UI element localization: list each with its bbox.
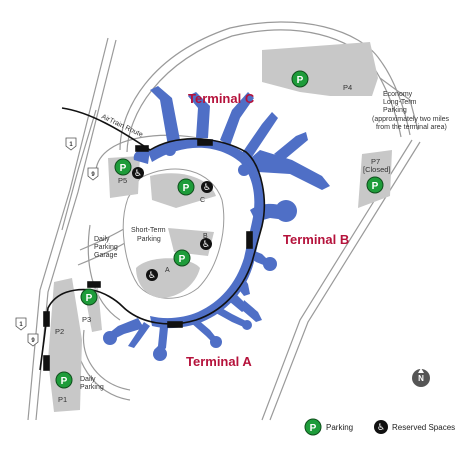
lot-label-p5: P5 <box>118 176 127 185</box>
airtrain-route <box>39 107 266 371</box>
terminal-c-piers <box>133 86 330 190</box>
parking-letter: P <box>183 183 190 194</box>
parking-icon[interactable]: P <box>55 371 73 389</box>
daily-parking-label-1: Daily <box>80 376 96 383</box>
parking-letter: P <box>120 163 127 174</box>
terminal-arc[interactable] <box>148 138 265 329</box>
short-term-stop-a: A <box>165 267 170 274</box>
parking-letter: P <box>61 376 68 387</box>
road-shields: 1 9 1 9 <box>15 137 99 347</box>
legend-parking: P Parking <box>304 418 353 436</box>
parking-icon[interactable]: P <box>173 249 191 267</box>
road-shield-9-south: 9 <box>27 333 39 347</box>
daily-parking-label-2: Parking <box>80 384 104 391</box>
economy-note-1: (approximately two miles <box>372 116 450 123</box>
airtrain-station-p1-p2[interactable] <box>43 355 50 371</box>
parking-icon[interactable]: P <box>114 158 132 176</box>
economy-label-2: Long-Term <box>383 99 417 106</box>
road-shield-1-south: 1 <box>15 317 27 331</box>
map-labels: Terminal C Terminal B Terminal A AirTrai… <box>55 83 450 404</box>
lot-label-p7: P7 <box>371 157 380 166</box>
daily-garage-label-3: Garage <box>94 252 117 259</box>
parking-icon[interactable]: P <box>80 288 98 306</box>
economy-label-1: Economy <box>383 91 413 98</box>
reserved-spaces-icon[interactable]: ♿ <box>201 181 213 193</box>
airtrain-station-p3[interactable] <box>87 281 101 288</box>
parking-letter: P <box>297 75 304 86</box>
lot-label-p1: P1 <box>58 395 67 404</box>
airtrain-station-terminal-b[interactable] <box>246 231 253 249</box>
legend-reserved: ♿ Reserved Spaces <box>374 420 455 434</box>
compass-north: N <box>418 374 424 383</box>
economy-lot[interactable] <box>262 42 378 96</box>
reserved-symbol: ♿ <box>134 169 142 179</box>
road-number: 9 <box>31 338 35 344</box>
lot-status-p7: [Closed] <box>363 165 391 174</box>
reserved-symbol: ♿ <box>377 423 385 433</box>
parking-icon <box>304 418 322 436</box>
short-term-label-1: Short-Term <box>131 227 166 234</box>
legend: P Parking ♿ Reserved Spaces <box>304 418 455 436</box>
terminal-c-label[interactable]: Terminal C <box>188 91 255 106</box>
economy-note-2: from the terminal area) <box>376 124 447 131</box>
parking-icon[interactable]: P <box>177 178 195 196</box>
reserved-spaces-icon <box>374 420 388 434</box>
parking-letter: P <box>86 293 93 304</box>
map-icons: P P P ♿ P ♿ ♿ P <box>55 70 384 389</box>
terminal-buildings <box>103 86 330 361</box>
daily-garage-label-2: Parking <box>94 244 118 251</box>
terminal-a-label[interactable]: Terminal A <box>186 354 252 369</box>
airtrain-station-terminal-c[interactable] <box>197 139 213 146</box>
short-term-stop-c: C <box>200 197 205 204</box>
airtrain-station-short-term[interactable] <box>43 311 50 327</box>
road-number: 1 <box>19 322 23 328</box>
parking-icon[interactable]: P <box>366 176 384 194</box>
lot-label-p3: P3 <box>82 315 91 324</box>
lot-label-p6: P4 <box>343 83 352 92</box>
economy-label-3: Parking <box>383 107 407 114</box>
short-term-label-2: Parking <box>137 236 161 243</box>
road-number: 1 <box>69 142 73 148</box>
reserved-spaces-icon[interactable]: ♿ <box>132 167 144 179</box>
legend-parking-label: Parking <box>326 423 353 432</box>
reserved-symbol: ♿ <box>203 183 211 193</box>
parking-lots <box>48 42 392 412</box>
lot-label-p2: P2 <box>55 327 64 336</box>
parking-icon[interactable]: P <box>291 70 309 88</box>
parking-letter: P <box>179 254 186 265</box>
lot-p1-p2[interactable] <box>48 278 82 412</box>
terminal-b-pier <box>230 200 297 322</box>
road-number: 9 <box>91 172 95 178</box>
airtrain-station-daily-garage[interactable] <box>135 145 149 152</box>
airtrain-route-label: AirTrain Route <box>100 113 144 138</box>
reserved-spaces-icon[interactable]: ♿ <box>200 238 212 250</box>
reserved-spaces-icon[interactable]: ♿ <box>146 269 158 281</box>
legend-reserved-label: Reserved Spaces <box>392 423 455 432</box>
short-term-stop-b: B <box>203 233 208 240</box>
airtrain-station-terminal-a[interactable] <box>167 321 183 328</box>
reserved-symbol: ♿ <box>202 240 210 250</box>
road-shield-9-north: 9 <box>87 167 99 181</box>
road-shield-1-north: 1 <box>65 137 77 151</box>
terminal-b-label[interactable]: Terminal B <box>283 232 349 247</box>
reserved-symbol: ♿ <box>148 271 156 281</box>
terminal-a-piers <box>103 306 252 361</box>
parking-letter: P <box>372 181 379 192</box>
compass: N <box>412 368 430 387</box>
daily-garage-label-1: Daily <box>94 236 110 243</box>
parking-letter: P <box>310 423 317 434</box>
